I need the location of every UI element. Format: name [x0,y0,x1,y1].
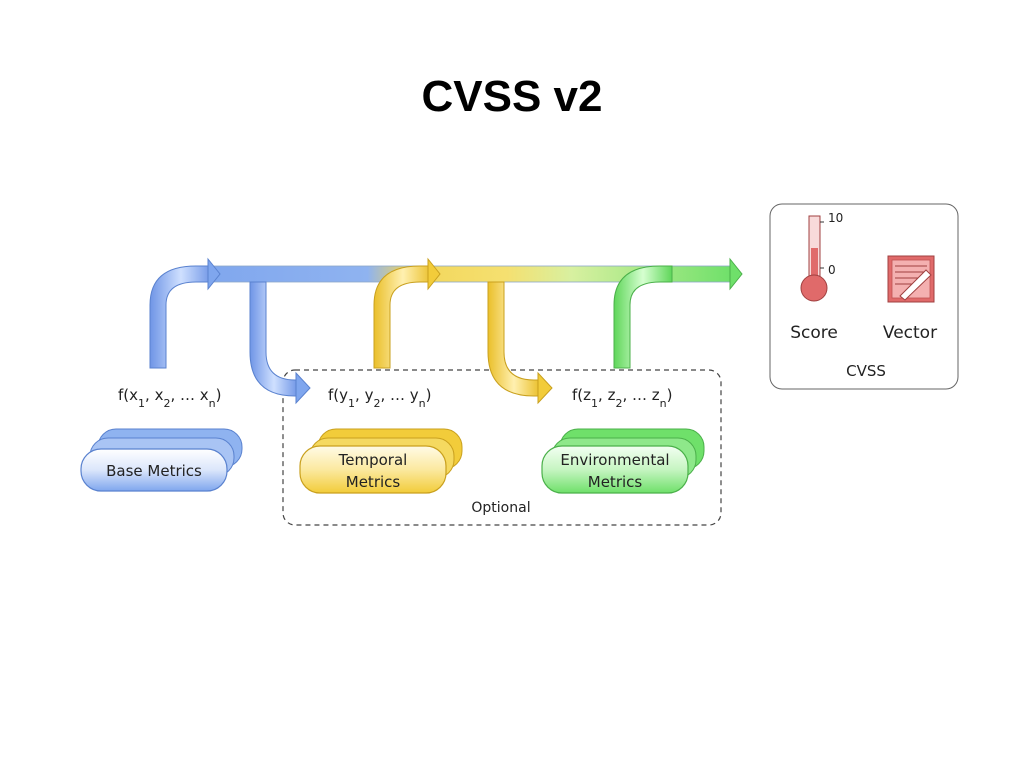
vector-label: Vector [883,323,937,343]
thermometer-max-label: 10 [828,211,843,225]
temporal-metrics-stack: Temporal Metrics [299,428,463,494]
base-rise-arrow [149,257,221,369]
temporal-metrics-label-line2: Metrics [346,473,401,491]
thermometer-icon [800,215,828,302]
cvss-box-title: CVSS [846,362,886,380]
base-metrics-stack: Base Metrics [80,428,243,492]
environmental-metrics-label-line2: Metrics [588,473,643,491]
cvss-output-box: 10 0 Score Vector CVSS [769,203,959,390]
score-label: Score [790,323,838,343]
base-to-temporal-arrow [249,281,311,405]
base-metrics-label: Base Metrics [106,462,202,480]
slide-title: CVSS v2 [421,72,603,121]
environmental-function-label: f(z1, z2, … zn) [572,386,672,410]
environmental-rise-arrow [613,265,673,369]
vector-document-icon [887,255,935,303]
base-function-label: f(x1, x2, … xn) [118,386,222,410]
temporal-metrics-label-line1: Temporal [338,451,408,469]
environmental-metrics-label-line1: Environmental [560,451,669,469]
temporal-function-label: f(y1, y2, … yn) [328,386,432,410]
optional-label: Optional [471,500,530,516]
environmental-metrics-stack: Environmental Metrics [541,428,705,494]
thermometer-min-label: 0 [828,263,836,277]
temporal-to-environmental-arrow [487,281,553,405]
temporal-rise-arrow [373,257,441,369]
